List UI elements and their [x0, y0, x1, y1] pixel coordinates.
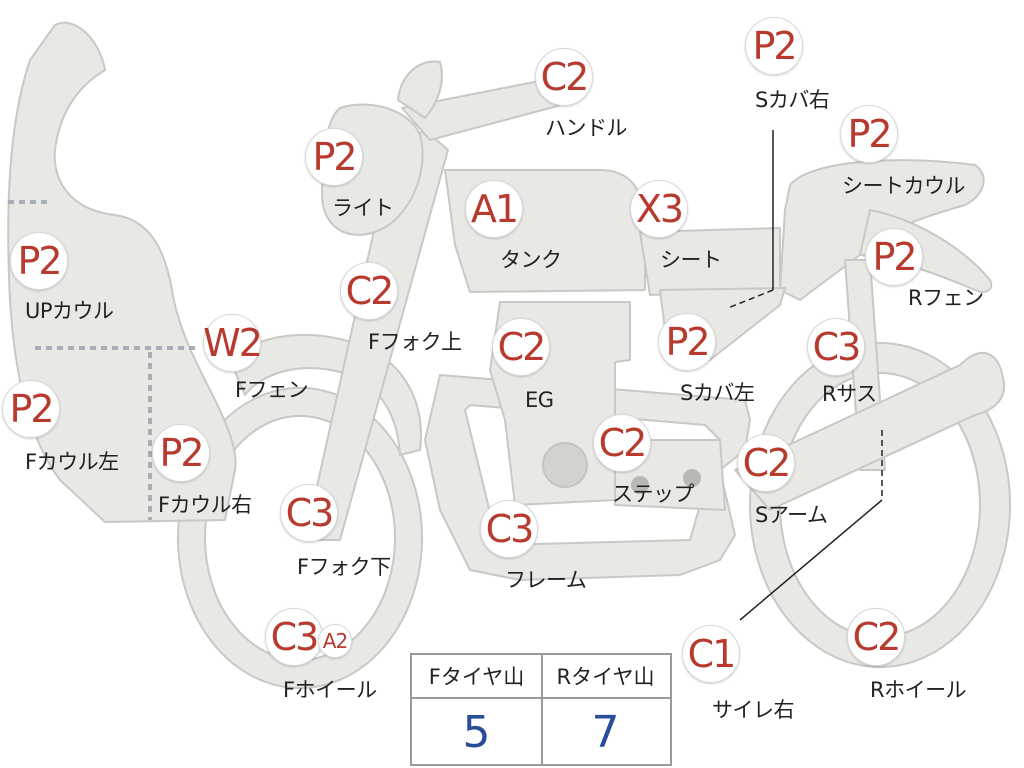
label-seat-cowl: シートカウル	[842, 174, 966, 198]
swing-arm-shape	[734, 351, 1006, 511]
engine-case-circle	[542, 442, 588, 488]
label-swing-arm: Sアーム	[755, 503, 828, 527]
mirror-shape	[397, 60, 443, 119]
badge-seat-cowl: P2	[840, 105, 898, 163]
label-r-wheel: Rホイール	[870, 678, 967, 702]
badge-f-cowl-right: P2	[152, 424, 210, 482]
label-s-cover-left: Sカバ左	[680, 381, 755, 405]
rear-tire-header: Rタイヤ山	[541, 655, 670, 699]
label-handle: ハンドル	[545, 116, 628, 140]
badge-f-fork-upper: C2	[340, 262, 398, 320]
badge-f-wheel-secondary: A2	[318, 624, 352, 658]
badge-seat: X3	[630, 180, 688, 238]
front-tire-header: Fタイヤ山	[412, 655, 541, 699]
front-cowl-shape	[7, 21, 237, 523]
badge-step: C2	[593, 414, 651, 472]
label-f-fork-lower: Fフォク下	[297, 555, 391, 579]
badge-f-wheel: C3	[265, 608, 323, 666]
label-seat: シート	[660, 248, 722, 272]
badge-r-wheel: C2	[847, 608, 905, 666]
label-engine: EG	[525, 388, 554, 412]
label-f-fork-upper: Fフォク上	[368, 330, 462, 354]
tire-tread-table: Fタイヤ山 Rタイヤ山 5 7	[410, 653, 672, 766]
table-divider	[541, 655, 543, 764]
badge-frame: C3	[480, 500, 538, 558]
badge-engine: C2	[492, 318, 550, 376]
badge-handle: C2	[535, 48, 593, 106]
label-f-cowl-right: Fカウル右	[158, 493, 252, 517]
label-up-cowl: UPカウル	[25, 299, 114, 323]
badge-r-suspension: C3	[807, 318, 865, 376]
badge-f-cowl-left: P2	[2, 380, 60, 438]
badge-tank: A1	[465, 180, 523, 238]
label-light: ライト	[332, 196, 394, 220]
front-wheel-shape	[177, 387, 423, 689]
front-tire-value: 5	[462, 707, 491, 758]
label-f-cowl-left: Fカウル左	[25, 450, 119, 474]
label-frame: フレーム	[505, 568, 587, 592]
badge-light: P2	[305, 128, 363, 186]
step-peg-left	[631, 476, 649, 494]
badge-silencer-right: C1	[682, 625, 740, 683]
badge-up-cowl: P2	[10, 232, 68, 290]
badge-s-cover-left: P2	[658, 313, 716, 371]
label-s-cover-right: Sカバ右	[755, 88, 830, 112]
label-r-fender: Rフェン	[908, 286, 984, 310]
rear-tire-value: 7	[591, 707, 620, 758]
label-f-wheel: Fホイール	[283, 678, 377, 702]
badge-s-cover-right: P2	[745, 17, 803, 75]
label-tank: タンク	[500, 248, 562, 272]
leader-lines	[727, 130, 883, 621]
label-step: ステップ	[612, 482, 695, 506]
badge-f-fender: W2	[203, 314, 263, 372]
label-f-fender: Fフェン	[235, 378, 309, 402]
label-silencer-right: サイレ右	[712, 698, 795, 722]
badge-swing-arm: C2	[737, 434, 795, 492]
badge-r-fender: P2	[865, 228, 923, 286]
label-r-suspension: Rサス	[822, 382, 877, 406]
badge-f-fork-lower: C3	[280, 484, 338, 542]
step-peg-right	[683, 469, 701, 487]
cowl-section-dividers	[8, 200, 195, 520]
